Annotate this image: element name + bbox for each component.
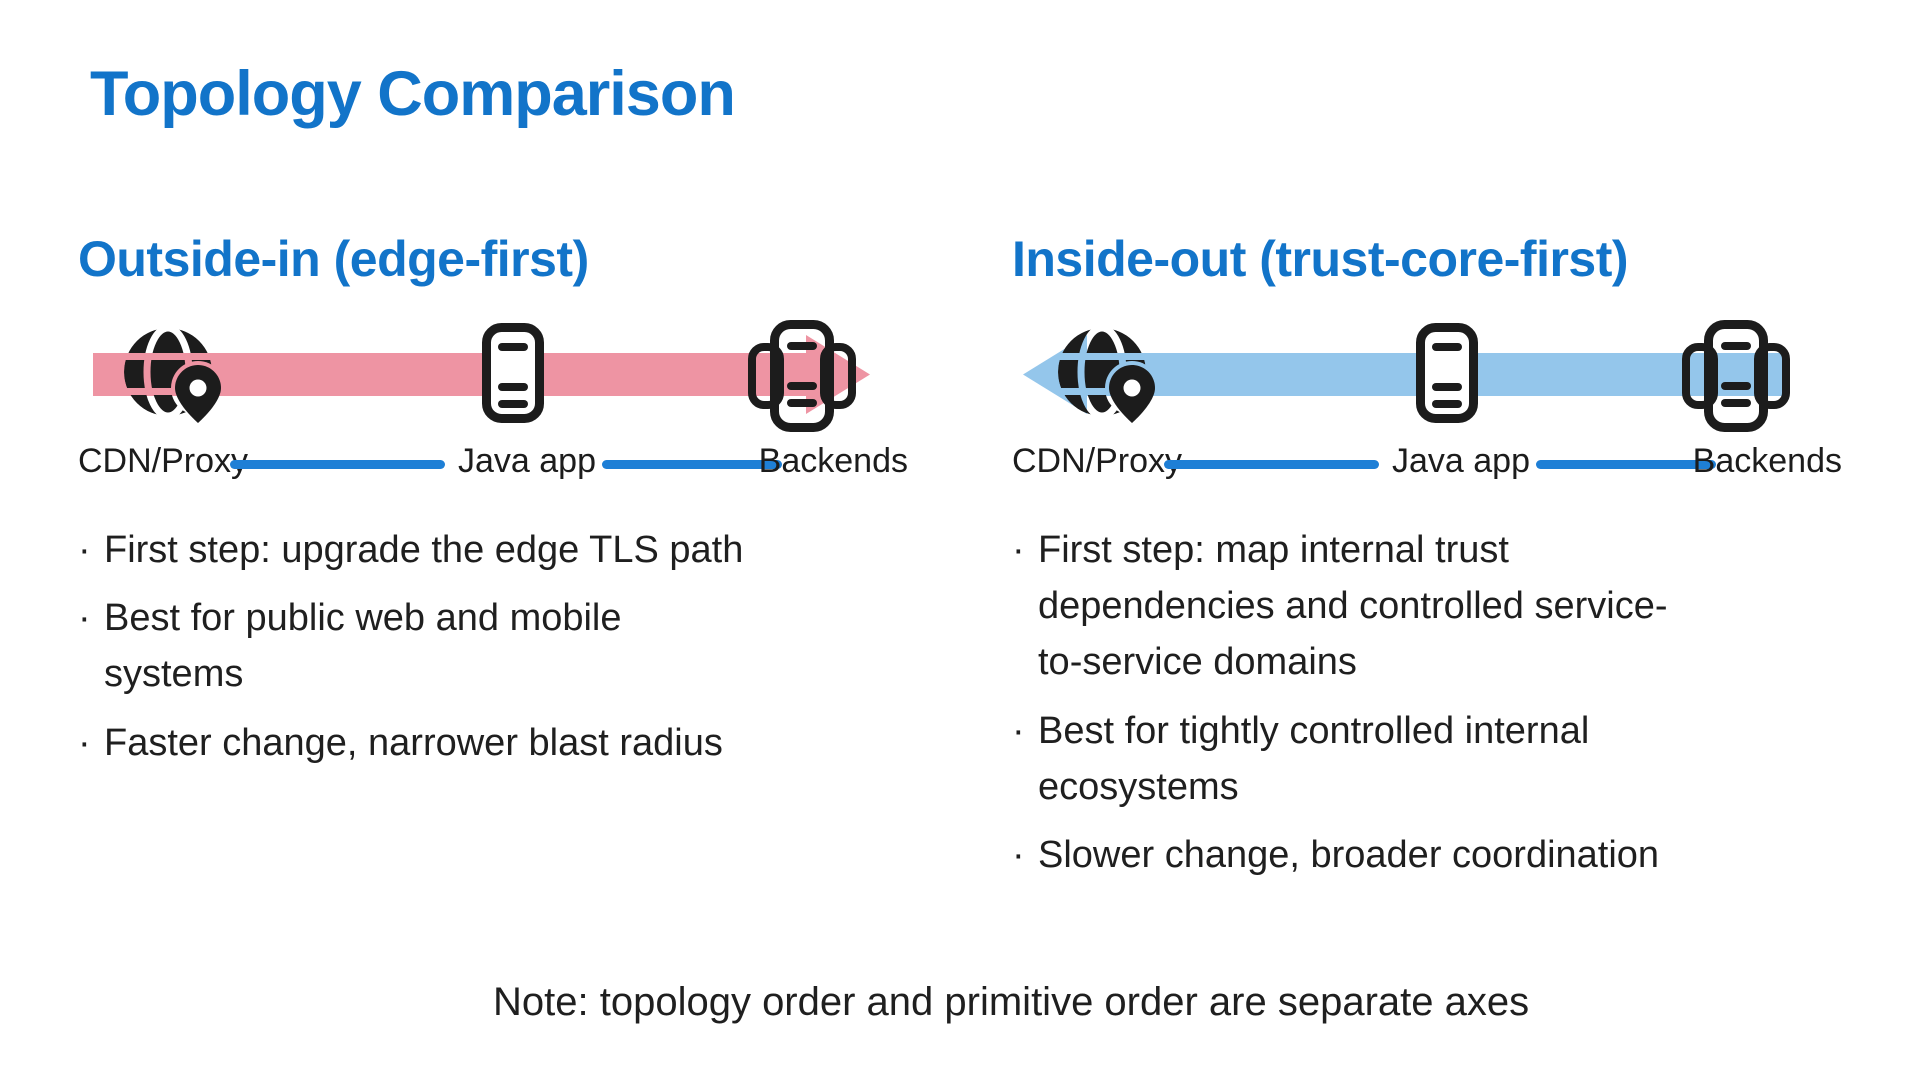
column-heading: Inside-out (trust-core-first): [1012, 231, 1629, 287]
bullet-list: · First step: upgrade the edge TLS path …: [78, 522, 908, 783]
node-label-java-app: Java app: [1392, 442, 1530, 480]
bullet-item: · Slower change, broader coordination: [1012, 827, 1842, 883]
topology-diagram-outside-in: [93, 320, 870, 432]
page-title: Topology Comparison: [90, 59, 736, 129]
bullet-marker: ·: [1012, 834, 1025, 877]
bullet-item: · Best for public web and mobile systems: [78, 590, 908, 702]
bullet-marker: ·: [78, 597, 91, 640]
bullet-item: · First step: upgrade the edge TLS path: [78, 522, 908, 578]
globe-pin-icon: [124, 328, 221, 423]
node-labels-row: CDN/Proxy Java app Backends: [78, 438, 908, 484]
column-heading: Outside-in (edge-first): [78, 231, 589, 287]
server-icon: [1416, 323, 1478, 423]
bullet-item: · Best for tightly controlled internal e…: [1012, 703, 1842, 815]
server-cluster-icon: [1682, 320, 1790, 432]
bullet-text: Slower change, broader coordination: [1038, 834, 1660, 877]
column-inside-out: Inside-out (trust-core-first) CDN/Proxy: [1012, 230, 1842, 1030]
bullet-marker: ·: [78, 529, 91, 571]
node-labels-row: CDN/Proxy Java app Backends: [1012, 438, 1842, 484]
node-connector-line: [230, 460, 445, 469]
bullet-marker: ·: [78, 721, 91, 764]
bullet-text: Best for tightly controlled internal eco…: [1038, 709, 1590, 808]
column-outside-in: Outside-in (edge-first) CDN/Proxy: [78, 230, 908, 1030]
node-connector-line: [1164, 460, 1379, 469]
footnote: Note: topology order and primitive order…: [493, 980, 1530, 1024]
node-label-backends: Backends: [1692, 442, 1842, 480]
node-label-cdn-proxy: CDN/Proxy: [78, 442, 249, 480]
server-icon: [482, 323, 544, 423]
bullet-item: · Faster change, narrower blast radius: [78, 715, 908, 771]
node-label-java-app: Java app: [458, 442, 596, 480]
node-connector-line: [1536, 460, 1716, 469]
node-connector-line: [602, 460, 782, 469]
bullet-text: Faster change, narrower blast radius: [104, 721, 723, 764]
bullet-marker: ·: [1012, 709, 1025, 752]
globe-pin-icon: [1058, 328, 1155, 423]
server-cluster-icon: [748, 320, 856, 432]
bullet-text: First step: upgrade the edge TLS path: [104, 529, 744, 571]
bullet-marker: ·: [1012, 529, 1025, 571]
bullet-text: First step: map internal trust dependenc…: [1038, 529, 1668, 684]
bullet-list: · First step: map internal trust depende…: [1012, 522, 1842, 895]
node-label-backends: Backends: [758, 442, 908, 480]
bullet-text: Best for public web and mobile systems: [104, 597, 622, 696]
topology-diagram-inside-out: [1023, 320, 1790, 432]
node-label-cdn-proxy: CDN/Proxy: [1012, 442, 1183, 480]
bullet-item: · First step: map internal trust depende…: [1012, 522, 1842, 691]
